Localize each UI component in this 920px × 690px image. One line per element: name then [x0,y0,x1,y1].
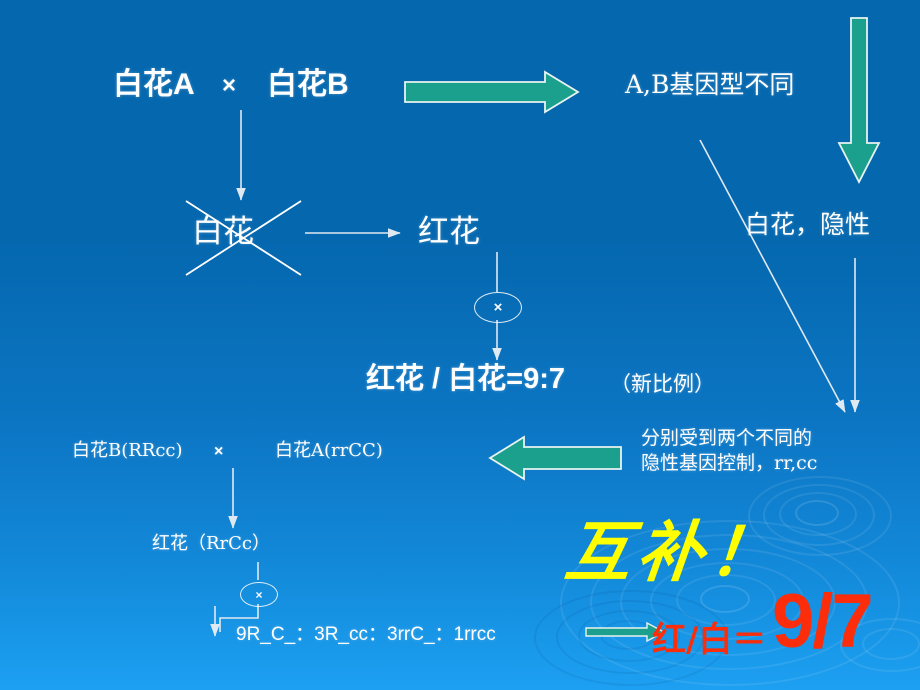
arrow-block-left-middle [488,435,622,481]
recessive-note: 白花，隐性 [745,210,871,239]
final-ratio-value: 9/7 [772,579,874,664]
control-note-line-2: 隐性基因控制，rr,cc [641,452,818,474]
self-cross-symbol-2: × [255,587,263,602]
f1-white-flower-label: 白花 [192,214,254,250]
f1-genotype-label: 红花（RrCc） [152,533,271,554]
self-cross-marker-2: × [240,582,278,607]
self-cross-marker-1: × [474,292,522,323]
parent-b-label: 白花B [267,68,349,101]
genotype-parent-right: 白花A(rrCC) [275,440,383,461]
f2-ratio-note: （新比例） [610,372,715,396]
self-cross-symbol-1: × [493,299,503,316]
genotype-parent-left: 白花B(RRcc) [72,440,183,461]
final-ratio-prefix: 红/白＝ [652,620,767,660]
arrow-block-right-top [404,70,580,114]
complementation-emphasis: 互补！ [561,513,786,591]
arrow-genotype-note-to-recessive-note [699,139,846,413]
cross-symbol-top: × [222,72,237,99]
parent-a-label: 白花A [113,68,195,101]
arrow-block-down-right [837,17,881,184]
genotype-cross-symbol: × [214,443,224,460]
genotype-difference-note: A,B基因型不同 [625,70,795,99]
control-note-line-1: 分别受到两个不同的 [641,427,813,449]
f1-red-flower-label: 红花 [418,214,480,250]
f2-phenotype-ratio: 红花 / 白花=9:7 [366,363,566,395]
f2-genotype-list: 9R_C_：3R_cc：3rrC_：1rrcc [236,624,496,645]
